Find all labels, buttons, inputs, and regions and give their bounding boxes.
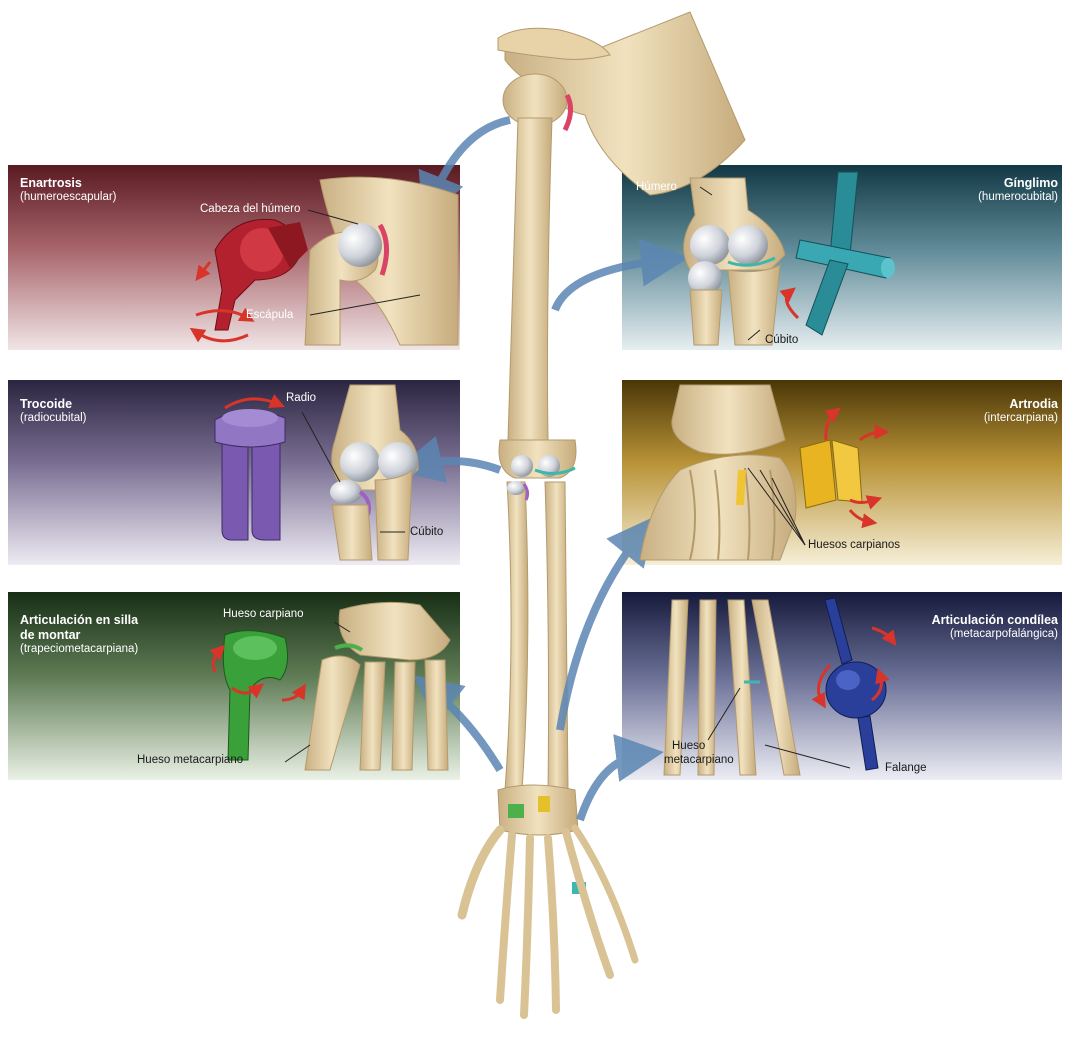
label-hueso: Hueso [672, 740, 705, 753]
ginglimo-title: Gínglimo [1004, 176, 1058, 190]
forearm-bones [505, 481, 568, 790]
enartrosis-title: Enartrosis [20, 176, 82, 190]
label-cabeza-humero: Cabeza del húmero [200, 203, 300, 216]
trocoide-title: Trocoide [20, 397, 72, 411]
label-humero: Húmero [636, 181, 677, 194]
enartrosis-subtitle: (humeroescapular) [20, 191, 117, 204]
label-cubito-ginglimo: Cúbito [765, 334, 798, 347]
label-radio: Radio [286, 392, 316, 405]
silla-subtitle: (trapeciometacarpiana) [20, 643, 138, 656]
condilea-subtitle: (metacarpofalángica) [950, 628, 1058, 641]
silla-title-line1: Articulación en silla [20, 613, 138, 627]
hand-bones [462, 785, 635, 1015]
label-hueso-metacarpiano-silla: Hueso metacarpiano [137, 754, 243, 767]
plane-joint-model [800, 440, 862, 508]
label-metacarpiano: metacarpiano [664, 754, 734, 767]
humerus-bone [499, 74, 576, 478]
artrodia-title: Artrodia [1009, 397, 1058, 411]
label-escapula: Escápula [246, 309, 293, 322]
ginglimo-subtitle: (humerocubital) [978, 191, 1058, 204]
artrodia-subtitle: (intercarpiana) [984, 412, 1058, 425]
trocoide-subtitle: (radiocubital) [20, 412, 86, 425]
label-huesos-carpianos: Huesos carpianos [808, 539, 900, 552]
condilea-title: Articulación condílea [932, 613, 1058, 627]
silla-title-line2: de montar [20, 628, 80, 642]
label-hueso-carpiano: Hueso carpiano [223, 608, 304, 621]
label-cubito-trocoide: Cúbito [410, 526, 443, 539]
label-falange: Falange [885, 762, 927, 775]
